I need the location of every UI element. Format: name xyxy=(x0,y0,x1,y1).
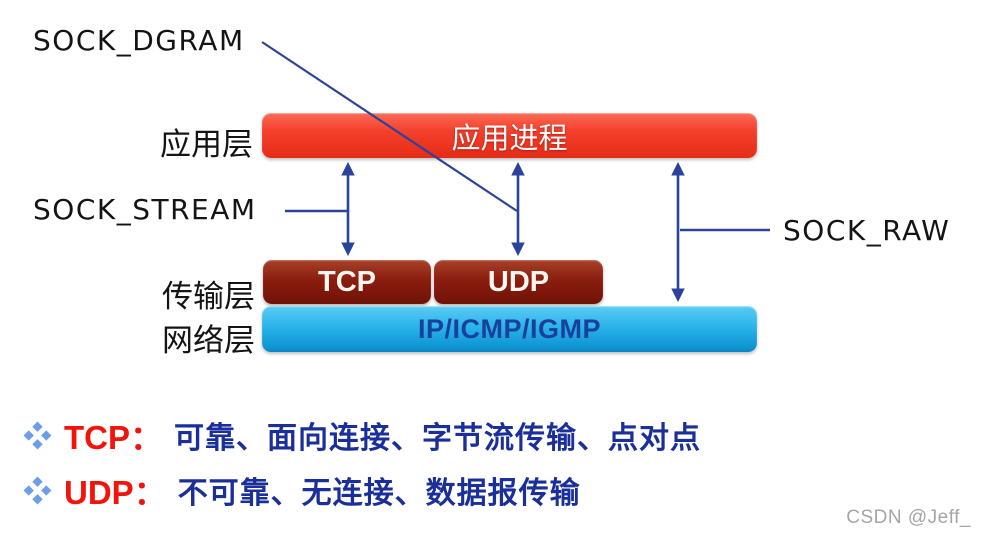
tcp-box-text: TCP xyxy=(318,265,376,298)
udp-box-text: UDP xyxy=(487,265,550,298)
application-process-bar: 应用进程 xyxy=(262,113,757,158)
sock-raw-label: SOCK_RAW xyxy=(783,214,951,247)
diamond-bullet-icon xyxy=(23,421,52,449)
tcp-box: TCP xyxy=(263,260,431,304)
udp-note-term: UDP： xyxy=(64,474,167,511)
csdn-watermark: CSDN @Jeff_ xyxy=(846,507,971,528)
tcp-note-term: TCP： xyxy=(64,419,163,456)
transport-layer-label: 传输层 xyxy=(162,279,255,315)
sock-dgram-label: SOCK_DGRAM xyxy=(33,24,245,57)
udp-note-desc: 不可靠、无连接、数据报传输 xyxy=(177,476,581,511)
application-process-text: 应用进程 xyxy=(451,120,568,155)
application-layer-label: 应用层 xyxy=(160,127,253,163)
network-protocols-text: IP/ICMP/IGMP xyxy=(417,313,602,344)
tcp-note-desc: 可靠、面向连接、字节流传输、点对点 xyxy=(174,421,701,456)
diamond-bullet-icon xyxy=(23,476,52,504)
network-protocols-bar: IP/ICMP/IGMP xyxy=(262,306,757,352)
udp-note-row: UDP： 不可靠、无连接、数据报传输 xyxy=(22,466,581,514)
sock-stream-label: SOCK_STREAM xyxy=(33,193,257,226)
udp-box: UDP xyxy=(434,260,603,304)
network-layer-label: 网络层 xyxy=(162,323,255,359)
tcp-note-row: TCP： 可靠、面向连接、字节流传输、点对点 xyxy=(22,411,701,459)
